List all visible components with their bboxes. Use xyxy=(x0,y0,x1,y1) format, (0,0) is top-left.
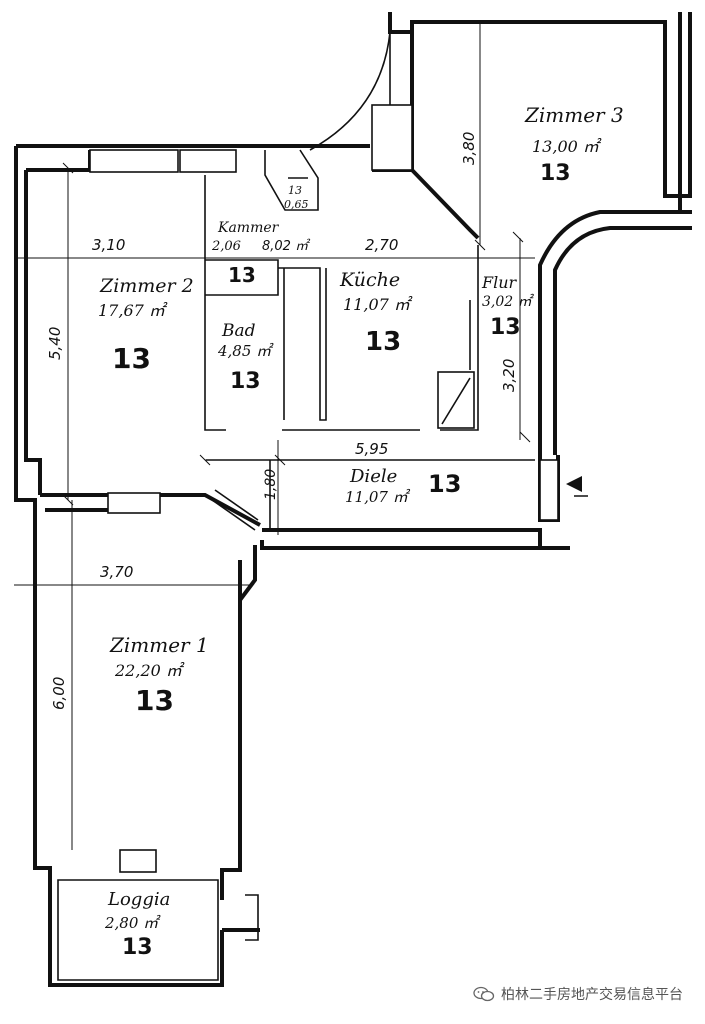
svg-text:13: 13 xyxy=(112,342,151,375)
dim-z1-depth: 6,00 xyxy=(50,677,68,710)
svg-text:13: 13 xyxy=(288,184,302,197)
svg-text:11,07 ㎡: 11,07 ㎡ xyxy=(343,295,413,314)
svg-text:22,20 ㎡: 22,20 ㎡ xyxy=(114,661,185,680)
svg-text:Loggia: Loggia xyxy=(107,889,170,910)
svg-text:Zimmer 1: Zimmer 1 xyxy=(109,633,209,657)
watermark: 柏林二手房地产交易信息平台 xyxy=(473,984,683,1004)
svg-text:Bad: Bad xyxy=(221,321,256,341)
svg-text:11,07 ㎡: 11,07 ㎡ xyxy=(345,488,411,506)
svg-text:Küche: Küche xyxy=(339,269,400,291)
room-kammer: Kammer 2,06 13 xyxy=(211,220,280,287)
dimension-labels: 3,10 2,70 8,02 ㎡ 5,95 3,70 5,40 6,00 3,8… xyxy=(46,132,518,710)
door-arc xyxy=(309,31,391,151)
svg-text:Flur: Flur xyxy=(481,273,518,292)
stair-recess xyxy=(245,894,259,941)
svg-text:2,06: 2,06 xyxy=(211,239,241,254)
room-zimmer2: Zimmer 2 17,67 ㎡ 13 xyxy=(98,275,194,375)
wechat-icon xyxy=(473,986,495,1002)
svg-text:13: 13 xyxy=(135,684,174,717)
svg-text:13: 13 xyxy=(428,470,461,498)
svg-text:Zimmer 2: Zimmer 2 xyxy=(99,275,194,297)
dim-z2-depth: 5,40 xyxy=(46,327,64,360)
svg-text:0,65: 0,65 xyxy=(284,198,309,211)
watermark-text: 柏林二手房地产交易信息平台 xyxy=(501,987,683,1003)
svg-text:Zimmer 3: Zimmer 3 xyxy=(524,103,624,127)
room-loggia: Loggia 2,80 ㎡ 13 xyxy=(104,889,170,960)
svg-text:13: 13 xyxy=(122,935,153,960)
svg-text:13,00 ㎡: 13,00 ㎡ xyxy=(532,137,602,156)
dim-diele-depth: 1,80 xyxy=(263,469,279,500)
room-bad: Bad 4,85 ㎡ 13 xyxy=(217,321,274,394)
dimension-lines xyxy=(14,22,535,850)
loggia-outline xyxy=(57,879,219,981)
svg-text:2,80 ㎡: 2,80 ㎡ xyxy=(104,914,161,932)
svg-text:4,85 ㎡: 4,85 ㎡ xyxy=(217,342,274,360)
room-zimmer3: Zimmer 3 13,00 ㎡ 13 xyxy=(524,103,624,186)
svg-text:13: 13 xyxy=(490,315,521,340)
dim-kammer-extra: 8,02 ㎡ xyxy=(262,238,311,254)
wc-niche-label: 13 0,65 xyxy=(284,184,309,211)
svg-text:13: 13 xyxy=(230,369,261,394)
svg-text:13: 13 xyxy=(540,161,571,186)
dim-kitchen-width: 2,70 xyxy=(365,236,398,254)
dim-flur-depth: 3,20 xyxy=(500,359,518,392)
dim-diele-width: 5,95 xyxy=(355,440,388,458)
entrance-arrow-icon xyxy=(566,476,582,492)
dim-z2-width: 3,10 xyxy=(92,236,125,254)
svg-text:Kammer: Kammer xyxy=(217,220,280,236)
svg-text:13: 13 xyxy=(365,327,401,357)
dim-z1-width: 3,70 xyxy=(100,563,133,581)
windows xyxy=(89,104,559,873)
svg-text:Diele: Diele xyxy=(349,466,397,487)
svg-text:13: 13 xyxy=(228,263,256,287)
dim-z3-depth: 3,80 xyxy=(460,132,478,165)
room-flur: Flur 3,02 ㎡ 13 xyxy=(481,273,535,340)
room-diele: Diele 11,07 ㎡ 13 xyxy=(345,466,461,506)
room-kueche: Küche 11,07 ㎡ 13 xyxy=(339,269,413,357)
svg-text:3,02 ㎡: 3,02 ㎡ xyxy=(482,293,535,310)
room-zimmer1: Zimmer 1 22,20 ㎡ 13 xyxy=(109,633,209,717)
svg-text:17,67 ㎡: 17,67 ㎡ xyxy=(98,301,168,320)
